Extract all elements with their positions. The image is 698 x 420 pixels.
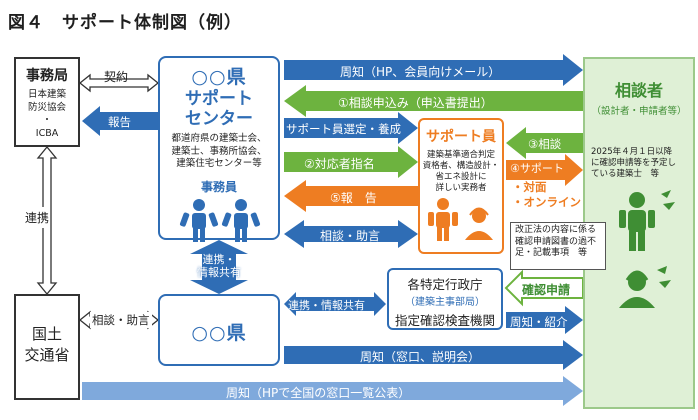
- note-line: 足・記載事項 等: [515, 248, 588, 258]
- support-center-sub-line: 建築住宅センター等: [176, 158, 262, 169]
- support-center-sub-line: 都道府県の建築士会、: [171, 133, 267, 144]
- staff-label: 事務員: [200, 179, 237, 194]
- support4-method-line: ・オンライン: [512, 195, 581, 209]
- consultant-head: 相談者: [614, 81, 663, 100]
- houkoku5-label: ⑤報 告: [330, 191, 377, 205]
- note-line: 改正法の内容に係る: [515, 225, 597, 235]
- shuchi-zenkoku-label: 周知（HPで全国の窓口一覧公表）: [226, 386, 411, 400]
- soudan-moushikomi-label: ①相談申込み（申込書提出）: [338, 96, 493, 110]
- houkoku-label: 報告: [108, 115, 131, 129]
- support-center-head-line: センター: [185, 109, 253, 129]
- agency-box: 各特定行政庁 （建築主事部局） 指定確認検査機関: [387, 268, 503, 330]
- consultant-people-icon: [619, 190, 675, 308]
- consultant-head2: （設計者・申請者等）: [591, 106, 687, 117]
- support-center-sub-line: 建築士、事務所協会、: [171, 145, 267, 157]
- consultant-sub-line: ている建築士 等: [591, 169, 660, 179]
- arrow-shuchi-shoukai: [506, 306, 583, 334]
- arrow-shuchi-zenkoku: [82, 376, 583, 406]
- keiyaku-label: 契約: [104, 70, 129, 84]
- consultant-sub-line: 2025年４月１日以降: [591, 147, 673, 157]
- supporter-sub-line: 資格者、構造設計・: [422, 161, 500, 171]
- support-center-box: ○○県 サポート センター 都道府県の建築士会、 建築士、事務所協会、 建築住宅…: [158, 56, 280, 242]
- staff-people-icon: [179, 198, 261, 242]
- kokudo-name-line: 交通省: [24, 346, 70, 364]
- jimukyoku-sub-line: ICBA: [35, 128, 59, 139]
- note-line: 確認申請図書の過不: [515, 236, 597, 247]
- support-center-head-line: サポート: [185, 89, 253, 109]
- arrow-houkoku5: [284, 180, 418, 212]
- agency-sub: （建築主事部局）: [405, 297, 485, 308]
- supporter-people-icon: [428, 198, 493, 241]
- prefecture-box: ○○県: [158, 294, 280, 366]
- jimukyoku-sub-line: 日本建築: [27, 89, 66, 100]
- figure-title: 図４ サポート体制図（例）: [8, 13, 242, 33]
- consultant-sub-line: に確認申請等を予定し: [591, 158, 677, 168]
- support4-methods: ・対面 ・オンライン: [512, 180, 581, 210]
- renkei-jouhou2-label: 連携・情報共有: [288, 299, 365, 312]
- supporter-sub-line: 省エネ設計に: [435, 172, 487, 182]
- prefecture-name: ○○県: [191, 322, 247, 344]
- jimukyoku-sub-line: ・: [42, 115, 52, 126]
- arrow-soudan3: [506, 127, 583, 159]
- arrow-soudan-jogen: [284, 220, 418, 248]
- renkei-jouhou-label: 連携・ 情報共有: [176, 253, 262, 279]
- arrow-renkei-jouhou2: [284, 292, 386, 316]
- supporter-sub-line: 詳しい実務者: [435, 183, 487, 193]
- shuchi-shoukai-label: 周知・紹介: [510, 315, 568, 329]
- kakunin-label: 確認申請: [522, 283, 571, 297]
- taiousha-label: ②対応者指名: [304, 157, 375, 171]
- note-box: 改正法の内容に係る 確認申請図書の過不 足・記載事項 等: [510, 222, 606, 270]
- arrow-sentei: [284, 112, 418, 144]
- supporter-box: サポート員 建築基準適合判定 資格者、構造設計・ 省エネ設計に 詳しい実務者: [418, 118, 504, 254]
- agency-name: 各特定行政庁: [407, 277, 483, 292]
- kokudo-name-line: 国土: [31, 325, 62, 343]
- support4-line: ④サポート: [510, 162, 564, 175]
- renkei-jouhou-line: 情報共有: [197, 266, 241, 279]
- support4-label: ④サポート: [510, 162, 564, 175]
- renkei-jouhou-line: 連携・: [202, 253, 236, 266]
- kokudo-box: 国土 交通省: [14, 294, 80, 400]
- arrow-soudan-moushikomi: [284, 85, 583, 117]
- arrow-kakunin: [504, 269, 584, 307]
- jimukyoku-name: 事務局: [26, 68, 68, 84]
- arrow-taiousha: [284, 146, 418, 178]
- jimukyoku-sub-line: 防災協会: [27, 102, 66, 113]
- arrow-houkoku: [82, 106, 158, 136]
- soudan3-label: ③相談: [528, 137, 562, 151]
- jimukyoku-box: 事務局 日本建築 防災協会 ・ ICBA: [14, 57, 80, 147]
- renkei-label: 連携: [25, 207, 50, 228]
- support-center-pref: ○○県: [191, 66, 247, 88]
- supporter-head: サポート員: [426, 129, 496, 145]
- sentei-label: サポート員選定・養成: [286, 122, 401, 136]
- supporter-sub-line: 建築基準適合判定: [426, 150, 495, 160]
- soudan-jogen-left-label: 相談・助言: [90, 312, 152, 328]
- shuchi-madoguchi-label: 周知（窓口、説明会）: [360, 350, 481, 364]
- arrow-shuchi-hp: [284, 54, 583, 86]
- arrow-shuchi-madoguchi: [284, 340, 583, 370]
- arrow-renkei-jouhou-vertical: [190, 240, 248, 294]
- support4-method-line: ・対面: [512, 180, 547, 194]
- soudan-jogen-label: 相談・助言: [320, 229, 381, 243]
- agency-name2: 指定確認検査機関: [394, 313, 495, 328]
- shuchi-hp-label: 周知（HP、会員向けメール）: [340, 65, 501, 79]
- arrow-support4: [506, 154, 583, 186]
